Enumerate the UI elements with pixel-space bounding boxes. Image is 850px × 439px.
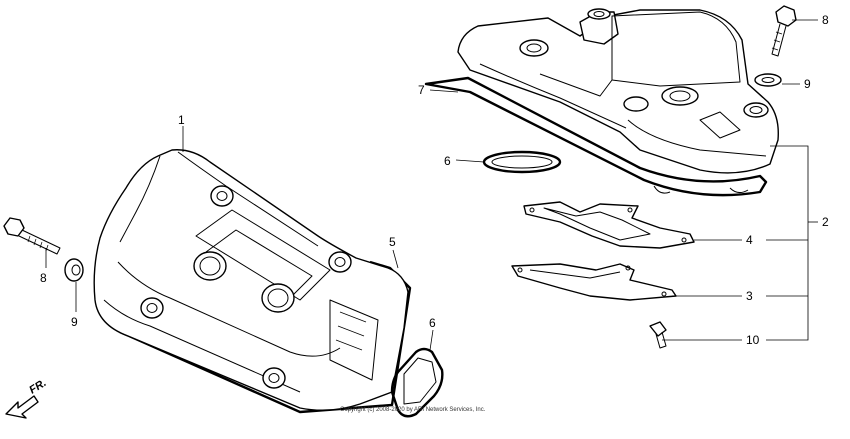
breather-plate-upper <box>523 201 695 249</box>
callout-5: 5 <box>389 235 396 249</box>
sealing-washer-right <box>754 73 782 87</box>
callout-8-left: 8 <box>40 271 47 285</box>
breather-plate-lower <box>511 263 677 301</box>
plug-hole-gasket-left <box>390 347 444 418</box>
cylinder-head-cover-front <box>93 149 412 414</box>
cover-bolt-right <box>771 5 797 57</box>
callout-9-right: 9 <box>804 77 811 91</box>
callout-1: 1 <box>178 113 185 127</box>
callout-10: 10 <box>746 333 760 347</box>
callout-8-right: 8 <box>822 13 829 27</box>
callout-2: 2 <box>822 215 829 229</box>
cylinder-head-cover-rear <box>424 8 779 197</box>
callout-6-left: 6 <box>429 316 436 330</box>
screw-10 <box>649 321 667 349</box>
plug-hole-gasket-right <box>482 150 562 174</box>
front-direction-arrow <box>5 395 39 419</box>
callout-9-left: 9 <box>71 315 78 329</box>
callout-7: 7 <box>418 83 425 97</box>
sealing-washer-left <box>64 258 84 282</box>
cover-bolt-left <box>3 217 61 255</box>
leader-lines <box>45 19 818 351</box>
callout-6-right: 6 <box>444 154 451 168</box>
callout-4: 4 <box>746 233 753 247</box>
direction-label: FR. <box>27 377 48 397</box>
callout-3: 3 <box>746 289 753 303</box>
copyright-notice: Copyright (c) 2008-2020 by ARI Network S… <box>340 407 486 413</box>
